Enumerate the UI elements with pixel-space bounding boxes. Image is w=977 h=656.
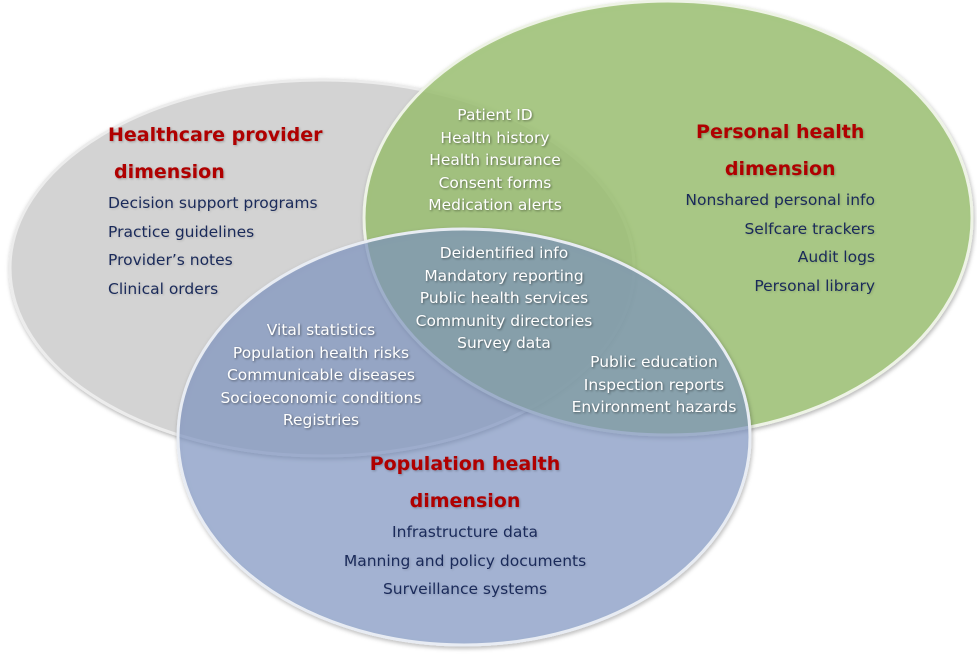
provider-title-1: Healthcare provider	[108, 124, 323, 146]
list-item: Personal library	[754, 276, 875, 295]
list-item: Patient ID	[457, 106, 533, 124]
list-item: Mandatory reporting	[424, 266, 584, 285]
population-ellipse	[176, 227, 752, 647]
list-item: Clinical orders	[108, 279, 219, 298]
list-item: Public education	[590, 353, 718, 371]
population-title-2: dimension	[409, 490, 521, 512]
list-item: Selfcare trackers	[744, 219, 875, 238]
overlap-all: Deidentified info Mandatory reporting Pu…	[404, 242, 604, 355]
list-item: Public health services	[419, 289, 589, 307]
list-item: Infrastructure data	[392, 523, 538, 541]
personal-title-2: dimension	[724, 158, 836, 180]
list-item: Decision support programs	[108, 194, 318, 212]
list-item: Deidentified info	[439, 244, 569, 262]
list-item: Environment hazards	[571, 398, 737, 416]
list-item: Communicable diseases	[226, 366, 416, 384]
overlap-personal-population: Public education Inspection reports Envi…	[554, 351, 754, 419]
list-item: Consent forms	[438, 173, 552, 192]
provider-title-2: dimension	[114, 161, 225, 183]
provider-section: Healthcare provider dimension Decision s…	[108, 117, 322, 303]
list-item: Health history	[440, 128, 550, 147]
list-item: Provider’s notes	[108, 251, 233, 269]
list-item: Nonshared personal info	[685, 191, 875, 209]
list-item: Surveillance systems	[382, 580, 548, 598]
list-item: Population health risks	[232, 343, 410, 362]
personal-section: Personal health dimension Nonshared pers…	[685, 114, 875, 300]
list-item: Community directories	[415, 311, 593, 330]
list-item: Inspection reports	[583, 375, 725, 394]
overlap-provider-personal: Patient ID Health history Health insuran…	[395, 104, 595, 217]
list-item: Medication alerts	[428, 196, 562, 214]
population-section: Population health dimension Infrastructu…	[315, 446, 615, 604]
list-item: Socioeconomic conditions	[220, 388, 422, 407]
list-item: Audit logs	[797, 248, 875, 266]
overlap-provider-population: Vital statistics Population health risks…	[211, 319, 431, 432]
list-item: Registries	[282, 411, 360, 429]
personal-title-1: Personal health	[696, 121, 865, 143]
list-item: Practice guidelines	[108, 222, 255, 241]
list-item: Manning and policy documents	[343, 551, 587, 570]
population-title-1: Population health	[369, 453, 561, 475]
list-item: Survey data	[457, 334, 551, 352]
list-item: Vital statistics	[266, 321, 376, 339]
list-item: Health insurance	[429, 151, 561, 169]
